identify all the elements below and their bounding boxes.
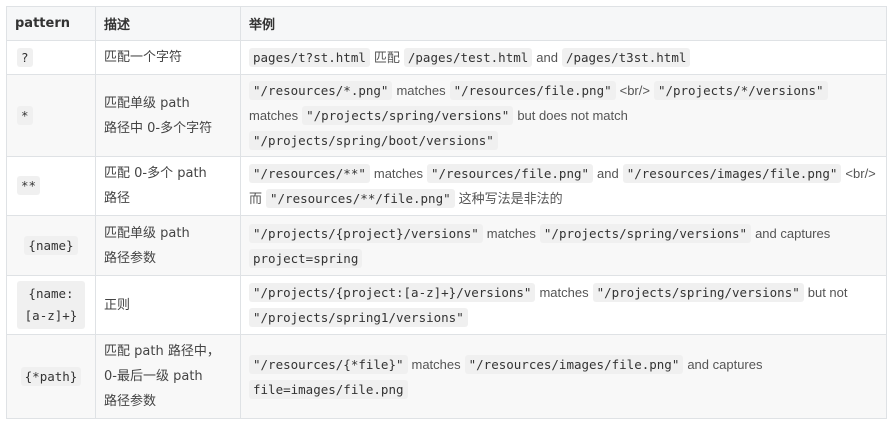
example-text: matches bbox=[373, 166, 424, 181]
table-row: ? 匹配一个字符 pages/t?st.html 匹配 /pages/test.ht… bbox=[6, 40, 887, 75]
example-code: "/projects/spring/versions" bbox=[592, 283, 804, 302]
pattern-cell: * bbox=[6, 74, 96, 157]
example-code: "/resources/file.png" bbox=[449, 81, 616, 100]
pattern-cell: {*path} bbox=[6, 334, 96, 419]
pattern-code: ** bbox=[17, 176, 41, 195]
example-text: <br/> 而 bbox=[249, 166, 876, 206]
pattern-cell: {name} bbox=[6, 215, 96, 276]
description-line: 匹配 path 路径中， bbox=[104, 344, 220, 359]
example-code: "/projects/spring/versions" bbox=[302, 106, 514, 125]
description-line: 匹配 0-多个 path bbox=[104, 166, 207, 181]
description-cell: 匹配一个字符 bbox=[95, 40, 241, 75]
example-code: "/projects/spring/versions" bbox=[539, 223, 752, 243]
example-code: "/resources/images/file.png" bbox=[622, 164, 842, 183]
pattern-table: pattern 描述 举例 ? 匹配一个字符 pages/t?st.html 匹配 … bbox=[6, 6, 887, 419]
example-text: and captures bbox=[687, 356, 763, 372]
description-line: 匹配单级 path bbox=[104, 95, 190, 111]
example-text: 匹配 bbox=[373, 50, 400, 65]
description-cell: 匹配 0-多个 path 路径 bbox=[95, 156, 241, 216]
description-line: 匹配单级 path bbox=[104, 225, 190, 241]
table-row: {*path} 匹配 path 路径中， 0-最后一级 path 路径参数 "/reso… bbox=[6, 334, 887, 419]
description-cell: 匹配 path 路径中， 0-最后一级 path 路径参数 bbox=[95, 334, 241, 419]
description-line: 正则 bbox=[104, 297, 131, 313]
description-line: 路径参数 bbox=[104, 394, 157, 409]
example-code: "/projects/spring1/versions" bbox=[249, 308, 468, 327]
pattern-cell: ** bbox=[6, 156, 96, 216]
example-code: /pages/test.html bbox=[403, 48, 533, 67]
pattern-code: {name:[a-z]+} bbox=[17, 281, 85, 329]
example-text: but not bbox=[807, 285, 848, 300]
pattern-cell: {name:[a-z]+} bbox=[6, 275, 96, 335]
example-code: project=spring bbox=[249, 248, 363, 268]
table-row: * 匹配单级 path 路径中 0-多个字符 "/resources/*.png" m… bbox=[6, 74, 887, 157]
description-cell: 正则 bbox=[95, 275, 241, 335]
example-cell: pages/t?st.html 匹配 /pages/test.html and … bbox=[240, 40, 887, 75]
description-line: 匹配一个字符 bbox=[104, 50, 183, 65]
example-code: "/resources/*.png" bbox=[249, 81, 393, 100]
pattern-cell: ? bbox=[6, 40, 96, 75]
description-cell: 匹配单级 path 路径中 0-多个字符 bbox=[95, 74, 241, 157]
example-text: matches bbox=[486, 225, 536, 241]
example-text: matches bbox=[396, 83, 446, 98]
example-text: and captures bbox=[755, 225, 831, 241]
description-line: 0-最后一级 path bbox=[104, 369, 203, 384]
description-line: 路径参数 bbox=[104, 250, 157, 266]
example-code: "/resources/{*file}" bbox=[249, 354, 408, 374]
description-cell: 匹配单级 path 路径参数 bbox=[95, 215, 241, 276]
example-cell: "/projects/{project:[a-z]+}/versions" ma… bbox=[240, 275, 887, 335]
description-line: 路径中 0-多个字符 bbox=[104, 120, 213, 136]
example-code: "/resources/images/file.png" bbox=[464, 354, 684, 374]
header-example: 举例 bbox=[240, 6, 887, 41]
example-cell: "/resources/**" matches "/resources/file… bbox=[240, 156, 887, 216]
example-code: "/projects/spring/boot/versions" bbox=[249, 131, 498, 150]
description-line: 路径 bbox=[104, 191, 131, 206]
table-row: {name:[a-z]+} 正则 "/projects/{project:[a-z]… bbox=[6, 275, 887, 335]
example-code: "/resources/**" bbox=[249, 164, 370, 183]
example-code: "/resources/file.png" bbox=[427, 164, 594, 183]
example-code: "/projects/{project}/versions" bbox=[249, 223, 483, 243]
example-text: matches bbox=[249, 108, 299, 123]
example-code: file=images/file.png bbox=[249, 379, 408, 399]
example-text: matches bbox=[539, 285, 589, 300]
pattern-code: * bbox=[17, 105, 33, 125]
example-cell: "/resources/{*file}" matches "/resources… bbox=[240, 334, 887, 419]
example-code: "/resources/**/file.png" bbox=[266, 189, 455, 208]
table-row: ** 匹配 0-多个 path 路径 "/resources/**" matches … bbox=[6, 156, 887, 216]
example-text: but does not match bbox=[517, 108, 628, 123]
pattern-code: {name} bbox=[24, 235, 78, 255]
pattern-code: {*path} bbox=[20, 366, 82, 386]
example-text: and bbox=[597, 166, 619, 181]
example-code: "/projects/*/versions" bbox=[653, 81, 828, 100]
example-code: /pages/t3st.html bbox=[561, 48, 691, 67]
example-text: 这种写法是非法的 bbox=[458, 191, 563, 206]
header-row: pattern 描述 举例 bbox=[6, 6, 887, 41]
pattern-code: ? bbox=[17, 47, 33, 67]
example-code: "/projects/{project:[a-z]+}/versions" bbox=[249, 283, 536, 302]
example-text: <br/> bbox=[619, 83, 650, 98]
example-cell: "/resources/*.png" matches "/resources/f… bbox=[240, 74, 887, 157]
example-code: pages/t?st.html bbox=[249, 48, 370, 67]
example-cell: "/projects/{project}/versions" matches "… bbox=[240, 215, 887, 276]
example-text: matches bbox=[411, 356, 461, 372]
example-text: and bbox=[536, 50, 558, 65]
header-description: 描述 bbox=[95, 6, 241, 41]
header-pattern: pattern bbox=[6, 6, 96, 41]
table-row: {name} 匹配单级 path 路径参数 "/projects/{project}/… bbox=[6, 215, 887, 276]
